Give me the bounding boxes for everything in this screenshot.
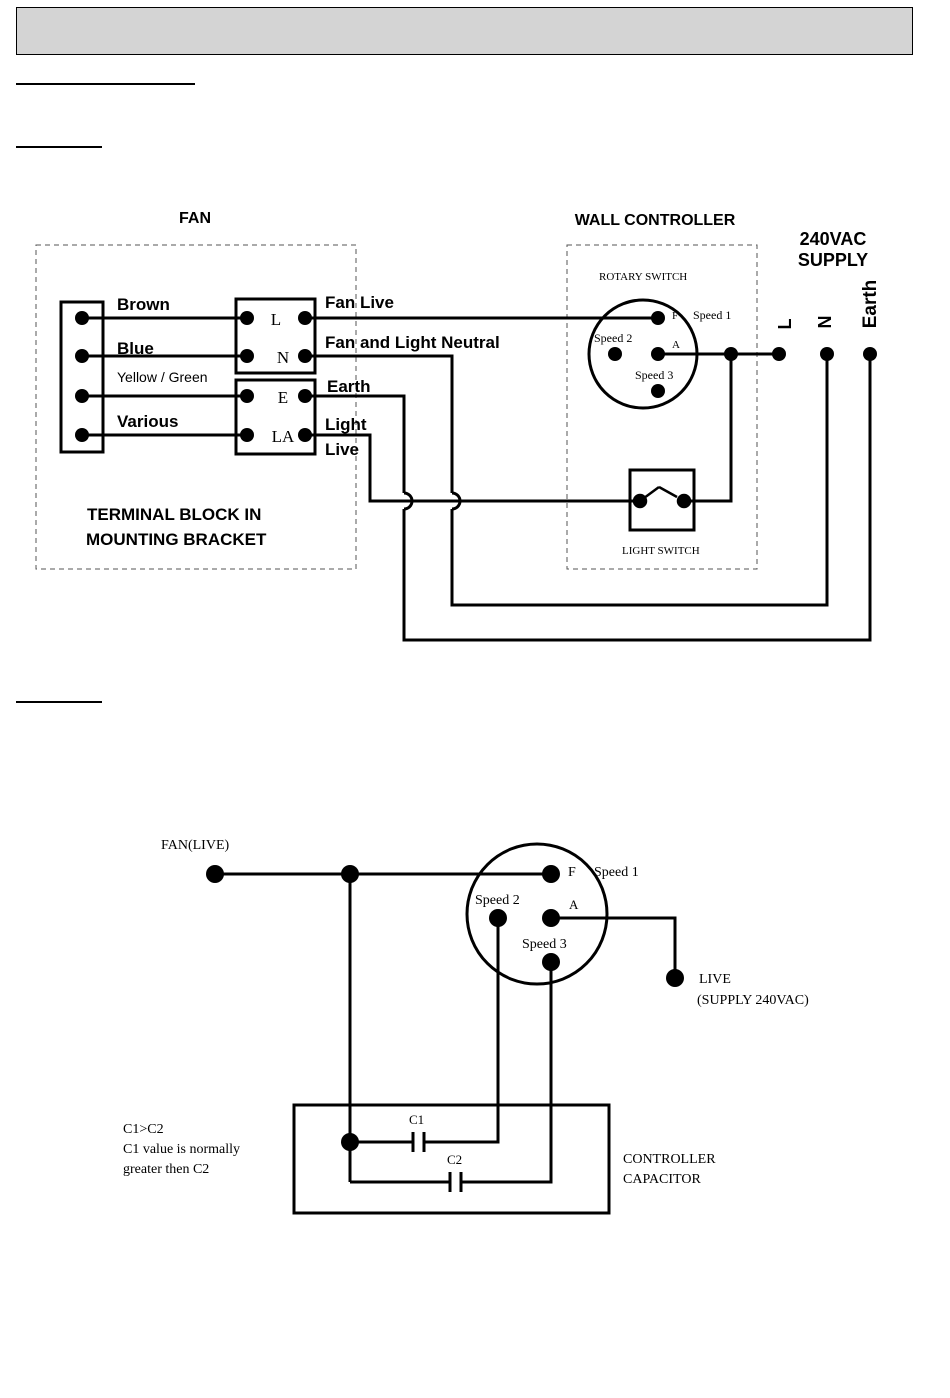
light-switch — [628, 468, 696, 532]
fan-title: FAN — [179, 210, 211, 227]
terminal-L: L — [271, 310, 281, 329]
label-fan-light-neutral: Fan and Light Neutral — [325, 333, 500, 352]
note-line3: greater then C2 — [123, 1162, 209, 1177]
wire-label-blue: Blue — [117, 339, 154, 358]
light-switch-label: LIGHT SWITCH — [622, 545, 700, 557]
capacitor-diagram: FAN(LIVE) F Speed 1 Speed 2 A Speed 3 LI… — [123, 838, 809, 1215]
wire-label-various: Various — [117, 412, 178, 431]
note-line2: C1 value is normally — [123, 1142, 240, 1157]
supply-earth: Earth — [860, 280, 881, 329]
wire-label-brown: Brown — [117, 295, 170, 314]
rotary-speed2: Speed 2 — [594, 331, 632, 345]
label-live: Live — [325, 440, 359, 459]
label-fan-live: Fan Live — [325, 293, 394, 312]
supply-N: N — [815, 316, 835, 329]
rotary-switch-label: ROTARY SWITCH — [599, 271, 687, 283]
fan-terminal-bar — [59, 300, 105, 454]
label-speed3-2: Speed 3 — [522, 937, 567, 952]
supply-L: L — [775, 319, 795, 330]
label-earth: Earth — [327, 377, 370, 396]
label-fan-live-2: FAN(LIVE) — [161, 838, 230, 853]
rotary-switch — [587, 298, 699, 410]
supply-title-line1: 240VAC — [800, 229, 867, 249]
terminal-block-line2: MOUNTING BRACKET — [86, 530, 267, 549]
terminal-E: E — [278, 388, 288, 407]
fan-dashed-box — [35, 244, 357, 570]
controller-capacitor-box — [292, 1103, 611, 1215]
label-c2: C2 — [447, 1152, 462, 1167]
rotary-speed1: Speed 1 — [693, 308, 731, 322]
rotary-A: A — [672, 339, 680, 351]
note-line1: C1>C2 — [123, 1122, 164, 1137]
heading-underline-2 — [16, 146, 102, 148]
terminal-N: N — [277, 348, 289, 367]
supply-title-line2: SUPPLY — [798, 250, 868, 270]
heading-underline-3 — [16, 701, 102, 703]
terminal-block-line1: TERMINAL BLOCK IN — [87, 505, 261, 524]
label-controller: CONTROLLER — [623, 1152, 716, 1167]
label-supply-240vac: (SUPPLY 240VAC) — [697, 993, 809, 1008]
terminal-block-LN — [234, 297, 317, 375]
label-capacitor: CAPACITOR — [623, 1172, 701, 1187]
label-speed1-2: Speed 1 — [594, 865, 639, 880]
label-speed2-2: Speed 2 — [475, 893, 520, 908]
wall-controller-title: WALL CONTROLLER — [575, 212, 736, 229]
wall-controller-dashed-box — [566, 244, 758, 570]
terminal-LA: LA — [272, 427, 295, 446]
rotary-switch-2 — [465, 842, 609, 986]
rotary-F: F — [672, 310, 678, 322]
fan-wiring-diagram: FAN WALL CONTROLLER 240VAC SUPPLY Brown … — [35, 210, 881, 642]
header-bar — [16, 7, 913, 55]
label-F-2: F — [568, 865, 576, 880]
label-c1: C1 — [409, 1112, 424, 1127]
rotary-speed3: Speed 3 — [635, 368, 673, 382]
wire-label-yellow-green: Yellow / Green — [117, 369, 208, 385]
terminal-block-ELA — [234, 378, 317, 456]
label-live: LIVE — [699, 972, 731, 987]
heading-underline-1 — [16, 83, 195, 85]
label-light: Light — [325, 415, 367, 434]
label-A-2: A — [569, 897, 579, 912]
